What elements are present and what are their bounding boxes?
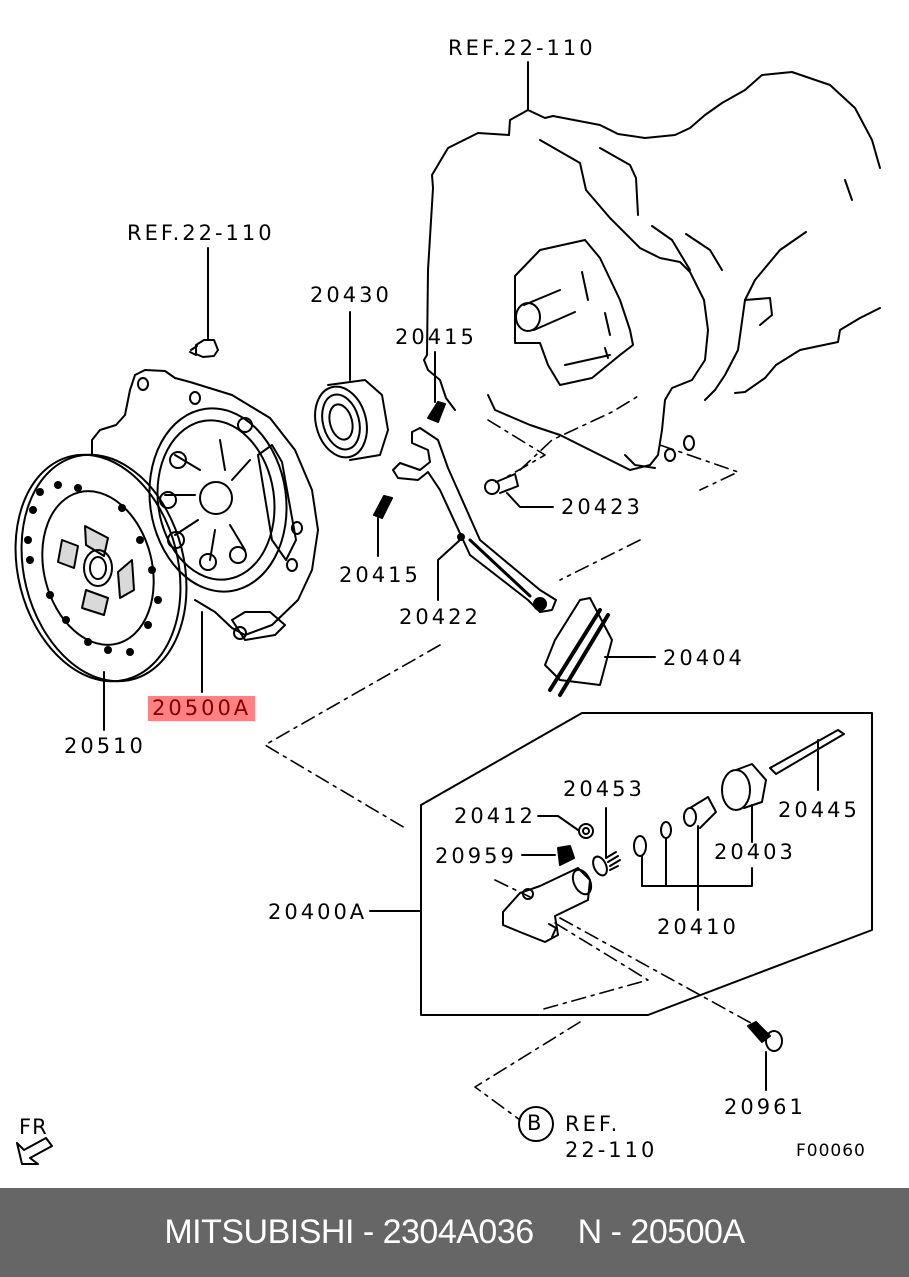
- release-bearing-drawing: [314, 379, 389, 461]
- label-20415-top: 20415: [395, 325, 477, 349]
- label-ref-b-letter: B: [527, 1111, 542, 1135]
- label-20410: 20410: [657, 915, 739, 939]
- label-fr: FR: [19, 1115, 48, 1139]
- label-20404: 20404: [663, 646, 745, 670]
- ref-b-circle: [518, 1106, 554, 1142]
- label-ref-top: REF.22-110: [448, 36, 596, 60]
- label-20423: 20423: [561, 495, 643, 519]
- clutch-disc-drawing: [14, 453, 188, 683]
- footer-ref-number: N - 20500A: [577, 1213, 746, 1251]
- label-20510: 20510: [64, 734, 146, 758]
- label-20961: 20961: [724, 1095, 806, 1119]
- slave-cylinder-box: [420, 712, 873, 1016]
- slave-cylinder-drawing: [502, 867, 593, 943]
- label-20453: 20453: [563, 777, 645, 801]
- nut-20412-drawing: [578, 823, 594, 839]
- label-20403: 20403: [714, 840, 796, 864]
- footer-brand-part: MITSUBISHI - 2304A036: [164, 1213, 534, 1251]
- diagram-drawing: [14, 61, 881, 1165]
- label-20400A: 20400A: [268, 900, 368, 924]
- label-figure-code: F00060: [796, 1141, 866, 1161]
- boot-20403-drawing: [721, 763, 767, 811]
- label-20500A-highlighted[interactable]: 20500A: [148, 696, 256, 721]
- clip-bottom-drawing: [373, 495, 393, 519]
- pushrod-drawing: [769, 729, 845, 775]
- dashdot-lines: [264, 394, 761, 1121]
- transmission-housing: [423, 71, 881, 471]
- footer-banner: MITSUBISHI - 2304A036 N - 20500A: [0, 1188, 909, 1277]
- label-20430: 20430: [310, 283, 392, 307]
- leader-20422: [437, 539, 461, 601]
- arrow-down-left-icon: [16, 1137, 53, 1165]
- label-ref-left: REF.22-110: [127, 221, 275, 245]
- label-20415-bottom: 20415: [339, 563, 421, 587]
- label-20412: 20412: [454, 804, 536, 828]
- label-ref-b-line2: 22-110: [565, 1138, 658, 1162]
- parts-diagram: REF.22-110 REF.22-110 20430 20415 20423 …: [14, 36, 881, 1165]
- label-20959: 20959: [435, 844, 517, 868]
- pilot-bushing: [189, 339, 219, 358]
- seals-drawing: [633, 796, 717, 857]
- bleeder-20959-drawing: [557, 845, 575, 866]
- label-20422: 20422: [399, 605, 481, 629]
- label-ref-b-line1: REF.: [565, 1112, 621, 1136]
- leader-20410: [641, 825, 753, 911]
- leader-20412: [537, 815, 579, 831]
- bolt-20961-drawing: [747, 1021, 783, 1052]
- clip-top-drawing: [427, 401, 446, 423]
- spring-drawing: [592, 851, 621, 877]
- clutch-cover-drawing: [91, 369, 319, 641]
- pivot-ball-drawing: [484, 473, 519, 495]
- leader-20423: [506, 492, 554, 508]
- boot-drawing: [544, 597, 613, 697]
- release-fork-drawing: [392, 427, 557, 613]
- label-20445: 20445: [778, 798, 860, 822]
